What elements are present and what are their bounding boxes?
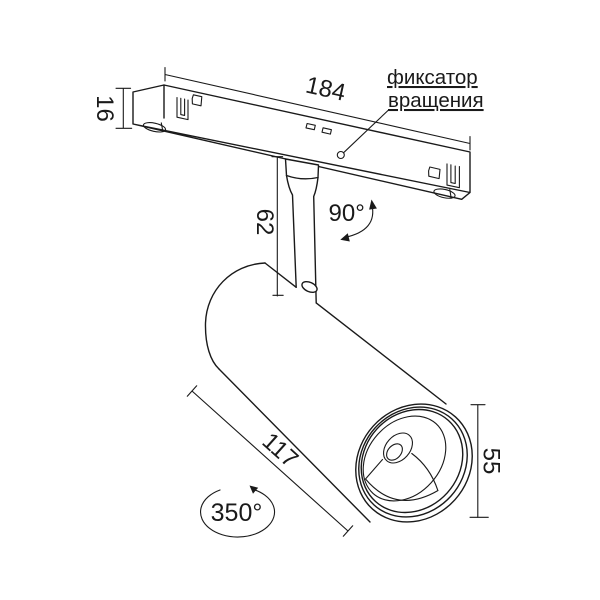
track-outline	[132, 84, 471, 200]
stem-pivot-tip	[301, 280, 318, 294]
rotation-arrowhead	[249, 485, 259, 494]
track-rail	[132, 84, 471, 200]
spotlight-top-edge	[264, 262, 447, 405]
tilt-arrowhead-down	[340, 233, 350, 242]
angle-tilt: 90°	[329, 199, 377, 242]
callout-rotation-lock: фиксатор вращения	[343, 66, 484, 153]
track-left-slot	[176, 96, 189, 121]
angle-rotation-value: 350°	[211, 499, 263, 527]
callout-line1: фиксатор	[387, 66, 478, 89]
dimension-stem-height: 62	[251, 156, 284, 297]
recessed-face-ring	[362, 415, 447, 502]
callout-line2: вращения	[388, 89, 484, 112]
stem-fill	[285, 159, 319, 303]
led-aperture	[382, 432, 414, 464]
track-left-square-hole	[191, 94, 203, 107]
callout-leader-line	[343, 109, 389, 153]
dimension-track-length-value: 184	[303, 72, 348, 107]
dimension-body-diameter-value: 55	[478, 448, 505, 475]
stem-arm	[284, 158, 320, 304]
dimension-track-height: 16	[91, 87, 133, 129]
front-bezel-mid-ring	[358, 406, 468, 518]
track-left-oval-cutout	[142, 122, 167, 133]
angle-tilt-value: 90°	[329, 200, 365, 227]
dimension-track-height-value: 16	[91, 95, 118, 122]
track-middle-hole-2	[321, 127, 332, 135]
angle-rotation: 350°	[199, 485, 276, 538]
track-right-square-hole	[428, 166, 441, 180]
spotlight-body	[204, 262, 473, 523]
dimension-stem-height-value: 62	[251, 209, 278, 236]
spotlight-back-cap	[204, 262, 266, 370]
led-lens	[386, 443, 403, 461]
tilt-arrowhead-up	[369, 199, 377, 210]
rotation-arc	[199, 488, 276, 538]
front-bezel-inner-ring	[360, 408, 464, 514]
track-middle-hole-1	[305, 122, 316, 131]
track-right-oval-cutout	[433, 188, 456, 199]
stem-neck-outline	[285, 174, 319, 304]
reflector-cone-lines	[364, 452, 439, 501]
stem-cap-outline	[284, 158, 320, 180]
rotation-lock-pin	[336, 150, 345, 160]
dimension-body-diameter: 55	[469, 404, 505, 519]
track-right-slot	[446, 163, 460, 189]
spotlight-bottom-edge	[218, 368, 371, 523]
